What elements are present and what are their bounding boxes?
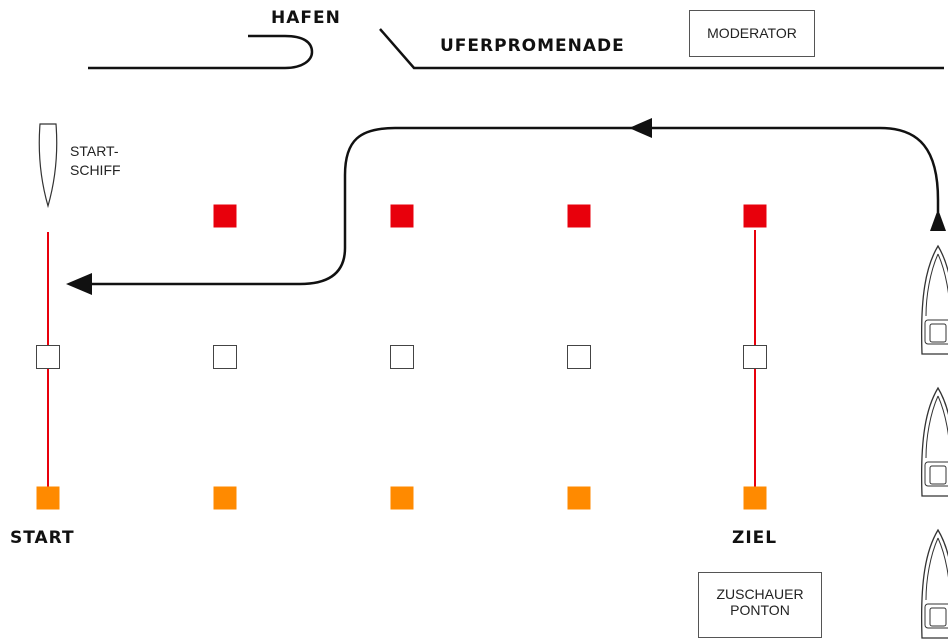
- buoy-marker: [390, 486, 414, 510]
- moderator-label: MODERATOR: [707, 25, 797, 41]
- buoy-marker: [390, 204, 414, 228]
- buoy-marker: [213, 345, 237, 369]
- route-arrow-end-icon: [66, 273, 92, 295]
- race-route-path: [84, 126, 940, 286]
- buoy-marker: [36, 486, 60, 510]
- start-ship-label-line1: START-: [70, 143, 119, 159]
- buoy-marker: [567, 204, 591, 228]
- buoy-marker: [743, 204, 767, 228]
- boat-group: [921, 244, 948, 639]
- route-arrow-start-icon: [930, 209, 946, 231]
- boat-icon: [921, 244, 948, 355]
- promenade-label: UFERPROMENADE: [440, 36, 625, 56]
- spectator-pontoon-box: ZUSCHAUER PONTON: [698, 572, 822, 638]
- start-ship-icon: [38, 123, 58, 209]
- start-ship-label: START- SCHIFF: [70, 142, 121, 180]
- buoy-marker: [213, 486, 237, 510]
- harbour-label: HAFEN: [271, 8, 341, 28]
- spectator-pontoon-line2: PONTON: [730, 602, 790, 618]
- start-label: START: [10, 528, 75, 548]
- boat-icon: [921, 386, 948, 497]
- buoy-marker: [567, 486, 591, 510]
- boat-icon: [921, 528, 948, 639]
- shoreline-left: [88, 34, 314, 70]
- start-ship-label-line2: SCHIFF: [70, 162, 121, 178]
- moderator-box: MODERATOR: [689, 10, 815, 57]
- buoy-grid: [36, 204, 767, 510]
- buoy-marker: [743, 486, 767, 510]
- buoy-marker: [743, 345, 767, 369]
- buoy-marker: [36, 345, 60, 369]
- finish-label: ZIEL: [732, 528, 778, 548]
- buoy-marker: [213, 204, 237, 228]
- spectator-pontoon-line1: ZUSCHAUER: [716, 586, 804, 602]
- shoreline-right: [379, 28, 944, 70]
- buoy-marker: [390, 345, 414, 369]
- route-arrow-mid-icon: [629, 118, 652, 138]
- buoy-marker: [567, 345, 591, 369]
